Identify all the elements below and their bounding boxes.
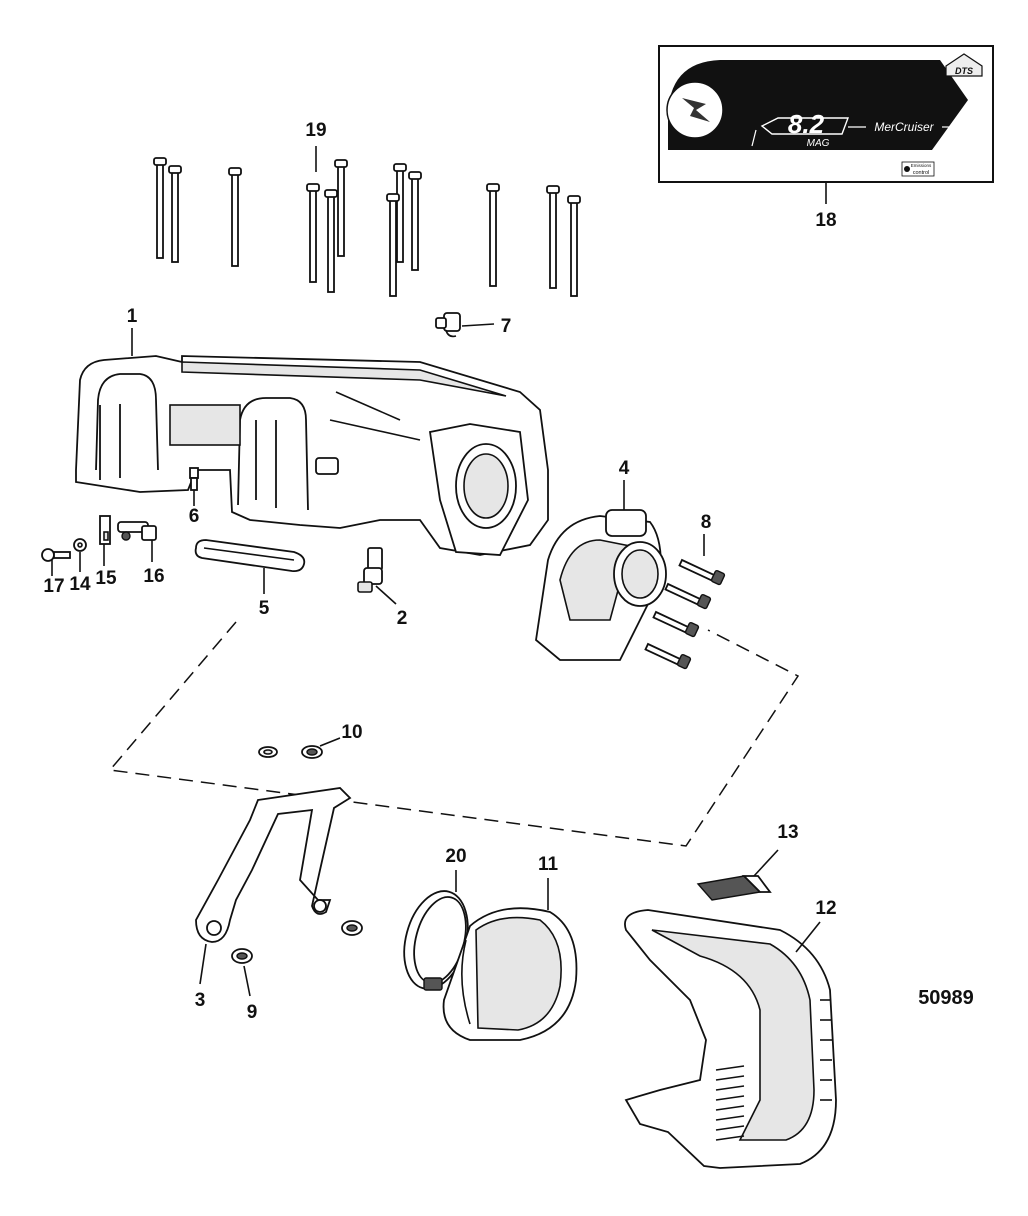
callout-9: 9 [247, 1002, 258, 1023]
emissions-line1: Emissions [911, 163, 932, 168]
mercury-logo-icon [682, 98, 710, 122]
leader-7 [461, 323, 495, 327]
callout-17: 17 [43, 576, 64, 597]
leader-3 [199, 943, 207, 985]
callout-20: 20 [445, 846, 466, 867]
bolts-part-8 [644, 558, 726, 670]
assembly-outline [108, 621, 800, 847]
temperature-sensor-part-2 [357, 547, 383, 593]
grommets-part-10 [258, 745, 323, 759]
figure-number: 50989 [918, 987, 974, 1009]
bracket-part-3 [195, 787, 352, 943]
callout-12: 12 [815, 898, 836, 919]
leader-2 [375, 585, 397, 605]
cover-vent-slots [715, 999, 832, 1141]
decal-part-18: DTS 8.2 MAG MerCruiser Emissions control [658, 45, 994, 183]
bracket-part-15 [99, 515, 111, 545]
emissions-line2: control [913, 170, 930, 176]
leader-9 [243, 965, 251, 997]
sensor-part-16 [117, 521, 157, 541]
callout-7: 7 [501, 316, 512, 337]
callout-5: 5 [259, 598, 270, 619]
callout-1: 1 [127, 306, 138, 327]
screw-part-17 [41, 548, 71, 562]
intake-manifold-part-1 [75, 355, 549, 556]
decal-part-13 [696, 875, 772, 901]
callout-3: 3 [195, 990, 206, 1011]
cover-part-12 [624, 909, 837, 1169]
leader-13 [753, 849, 779, 877]
decal-brand: MerCruiser [874, 120, 934, 134]
callout-19: 19 [305, 120, 326, 141]
callout-8: 8 [701, 512, 712, 533]
washer-part-14 [73, 538, 87, 552]
callout-18: 18 [815, 210, 836, 231]
emissions-control-label: Emissions control [901, 161, 935, 177]
callout-15: 15 [95, 568, 117, 589]
callout-10: 10 [341, 722, 362, 743]
flame-arrestor-part-11 [442, 907, 578, 1041]
decal-displacement: 8.2 [788, 109, 825, 139]
throttle-body-part-4 [535, 509, 667, 661]
bolts-part-19 [153, 157, 581, 297]
leader-10 [319, 737, 341, 747]
grommets-part-9 [231, 920, 363, 964]
callout-14: 14 [69, 574, 91, 595]
clamp-part-20 [403, 890, 469, 991]
callout-4: 4 [619, 458, 630, 479]
stud-part-6 [189, 467, 199, 491]
dts-badge-text: DTS [955, 66, 973, 76]
leader-12 [795, 921, 821, 953]
elbow-fitting-part-7 [435, 312, 461, 338]
dts-badge: DTS [945, 53, 983, 77]
callout-16: 16 [143, 566, 164, 587]
decal-variant: MAG [807, 138, 830, 149]
callout-2: 2 [397, 608, 408, 629]
callout-6: 6 [189, 506, 200, 527]
callout-11: 11 [538, 854, 559, 875]
gasket-part-5 [194, 539, 306, 573]
callout-13: 13 [777, 822, 798, 843]
